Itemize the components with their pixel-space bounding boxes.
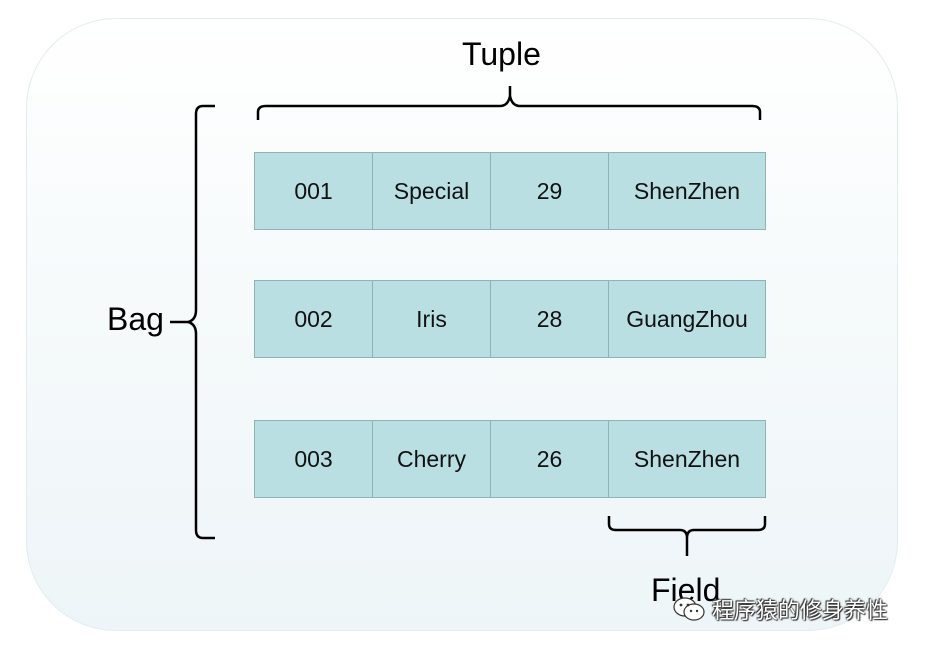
- bag-brace: [170, 104, 215, 540]
- bag-label: Bag: [107, 301, 164, 337]
- wechat-logo-icon: [673, 597, 705, 621]
- field-brace: [607, 516, 767, 556]
- watermark-text: 程序猿的修身养性: [712, 599, 889, 624]
- watermark: 程序猿的修身养性: [672, 593, 888, 625]
- field-cell-city: ShenZhen: [609, 420, 766, 498]
- tuple-label: Tuple: [462, 36, 541, 72]
- field-cell-age: 26: [491, 420, 609, 498]
- tuple-brace: [256, 86, 762, 120]
- field-cell-name: Iris: [373, 280, 491, 358]
- field-cell-name: Special: [373, 152, 491, 230]
- tuple-row: 001 Special 29 ShenZhen: [254, 152, 766, 230]
- field-cell-city: GuangZhou: [609, 280, 766, 358]
- field-cell-id: 001: [254, 152, 373, 230]
- field-cell-age: 28: [491, 280, 609, 358]
- field-cell-id: 002: [254, 280, 373, 358]
- field-cell-id: 003: [254, 420, 373, 498]
- field-cell-age: 29: [491, 152, 609, 230]
- field-cell-name: Cherry: [373, 420, 491, 498]
- tuple-row: 003 Cherry 26 ShenZhen: [254, 420, 766, 498]
- field-cell-city: ShenZhen: [609, 152, 766, 230]
- tuple-row: 002 Iris 28 GuangZhou: [254, 280, 766, 358]
